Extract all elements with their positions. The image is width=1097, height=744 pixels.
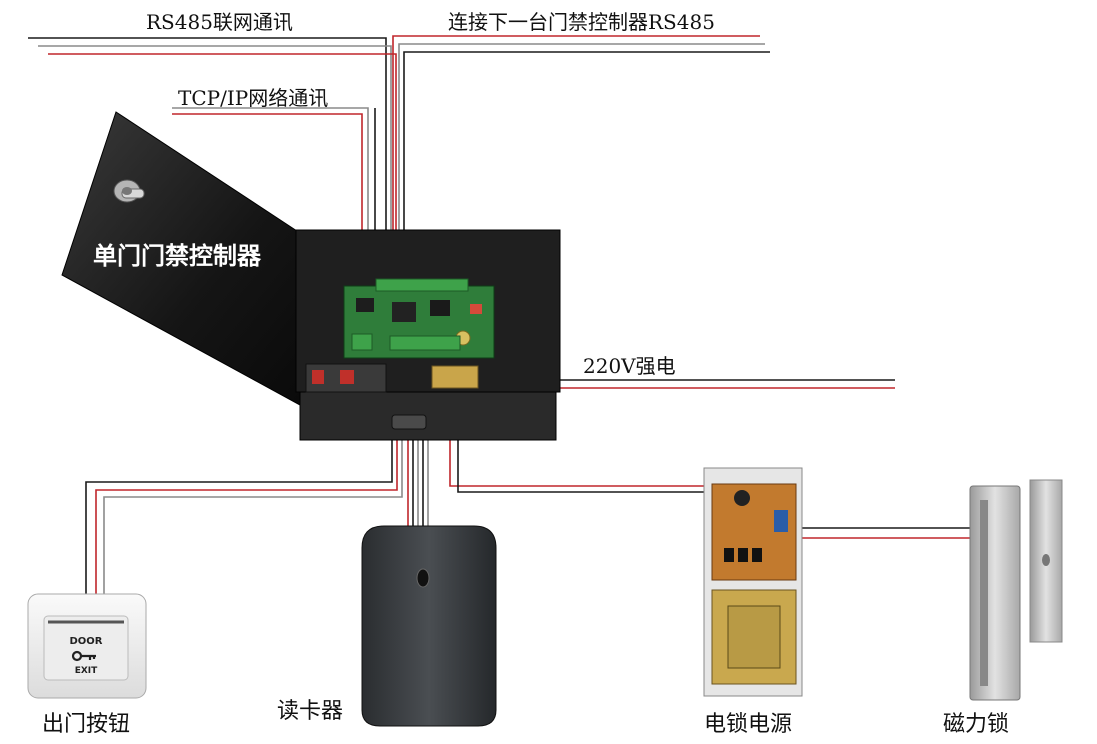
rs485-network-wires bbox=[28, 37, 397, 232]
card-reader bbox=[361, 525, 497, 727]
key-lock-icon bbox=[113, 179, 145, 203]
controller-pcb bbox=[343, 278, 495, 359]
lock-power-wires bbox=[449, 440, 712, 493]
controller-cabinet bbox=[61, 111, 561, 441]
tcp-ip-label: TCP/IP网络通讯 bbox=[178, 86, 329, 110]
reader-led-icon bbox=[416, 568, 430, 588]
key-icon bbox=[71, 650, 96, 662]
exit-plate-door-text: DOOR bbox=[69, 636, 102, 647]
lock-power-supply bbox=[703, 467, 803, 697]
magnetic-lock-label: 磁力锁 bbox=[943, 712, 1010, 737]
next-controller-rs485-label: 连接下一台门禁控制器RS485 bbox=[448, 10, 715, 34]
lock-power-supply-label: 电锁电源 bbox=[704, 712, 793, 737]
tcp-ip-wires bbox=[172, 107, 376, 232]
exit-button: DOOR EXIT bbox=[27, 593, 147, 699]
exit-button-wires bbox=[85, 440, 403, 600]
single-door-controller-label: 单门门禁控制器 bbox=[93, 242, 261, 270]
exit-plate-exit-text: EXIT bbox=[75, 666, 98, 676]
exit-button-label: 出门按钮 bbox=[42, 712, 131, 737]
reader-wires bbox=[407, 440, 429, 530]
rs485-network-label: RS485联网通讯 bbox=[146, 10, 293, 34]
magnetic-lock bbox=[969, 479, 1063, 701]
power-board bbox=[305, 363, 479, 393]
mains-220v-label: 220V强电 bbox=[583, 354, 676, 378]
maglock-wires bbox=[800, 527, 975, 539]
card-reader-label: 读卡器 bbox=[277, 699, 344, 724]
next-controller-rs485-wires bbox=[392, 35, 770, 232]
